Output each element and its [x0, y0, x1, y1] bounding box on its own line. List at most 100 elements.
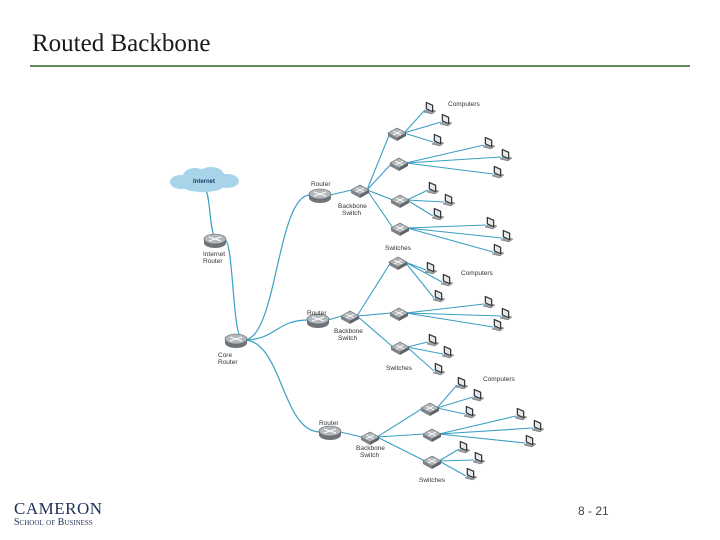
link-backbone-switch-1-2 [366, 162, 393, 191]
link-backbone-switch-3-1 [376, 407, 424, 438]
link-switch-computer-2-3-1 [406, 341, 429, 348]
computer-icon-3-1-1 [455, 376, 469, 390]
backbone-label-3-a: Backbone [356, 445, 385, 452]
link-switch-computer-3-1-1 [436, 384, 458, 409]
link-backbone-switch-3-3 [376, 436, 426, 462]
computer-icon-2-2-2 [499, 307, 513, 321]
switch-icon-1-1 [387, 127, 407, 141]
slide-title: Routed Backbone [32, 30, 211, 57]
computer-icon-1-2-1 [482, 136, 496, 150]
computers-label-2: Computers [461, 270, 494, 277]
logo-sub-text: School of Business [14, 517, 93, 528]
computer-icon-3-2-3 [523, 434, 537, 448]
switch-icon-1-2 [389, 157, 409, 171]
router-icon-1 [308, 188, 332, 203]
computer-icon-1-4-3 [491, 243, 505, 257]
backbone-label-2-a: Backbone [334, 328, 363, 335]
link-internet-router [204, 189, 216, 237]
link-backbone-switch-1-1 [366, 132, 391, 191]
link-switch-computer-3-2-3 [438, 433, 526, 444]
computer-icon-3-2-1 [514, 407, 528, 421]
core-router-label-2: Router [218, 359, 238, 366]
computers-label-3: Computers [483, 376, 516, 383]
link-switch-computer-3-3-3 [438, 460, 467, 477]
link-router-backbone-1 [329, 189, 353, 196]
link-core-router-2 [243, 319, 309, 341]
computer-icon-2-2-3 [491, 318, 505, 332]
internet-cloud [170, 167, 239, 192]
cameron-logo: CAMERON School of Business [14, 500, 103, 529]
link-switch-computer-2-3-3 [406, 346, 435, 372]
logo-main-text: CAMERON [14, 499, 103, 518]
link-switch-computer-2-2-2 [405, 312, 502, 317]
title-underline [30, 65, 690, 67]
switch-icon-1-4 [390, 222, 410, 236]
computer-icon-1-1-3 [431, 133, 445, 147]
network-links [204, 109, 534, 477]
computer-icon-1-4-2 [500, 229, 514, 243]
link-switch-computer-2-2-1 [405, 303, 485, 314]
switches-label-2: Switches [386, 365, 413, 372]
link-backbone-switch-1-3 [366, 189, 394, 201]
link-backbone-switch-3-2 [376, 433, 426, 438]
page-number: 8 - 21 [578, 504, 609, 518]
switch-icon-2-3 [390, 341, 410, 355]
backbone-label-1-a: Backbone [338, 203, 367, 210]
computer-icon-1-1-2 [439, 113, 453, 127]
link-switch-computer-1-3-3 [406, 199, 434, 217]
computer-icon-3-3-1 [457, 440, 471, 454]
computer-icon-2-3-3 [432, 362, 446, 376]
core-router-label-1: Core [218, 352, 232, 359]
computer-icon-3-3-3 [464, 467, 478, 481]
link-internet-core [224, 239, 242, 337]
computer-icon-2-1-2 [440, 273, 454, 287]
link-switch-computer-1-2-2 [405, 156, 502, 164]
link-backbone-switch-1-4 [366, 189, 394, 229]
link-switch-computer-2-3-2 [406, 346, 444, 355]
internet-router-label-2: Router [203, 258, 223, 265]
backbone-label-3-b: Switch [360, 452, 380, 459]
link-switch-computer-2-2-3 [405, 312, 494, 328]
link-router-backbone-3 [339, 431, 363, 438]
network-nodes [170, 101, 545, 481]
link-core-router-3 [243, 339, 321, 433]
link-switch-computer-2-1-2 [404, 261, 443, 283]
router-label-3: Router [319, 420, 339, 427]
backbone-label-1-b: Switch [342, 210, 362, 217]
router-icon-3 [318, 425, 342, 440]
core-router-icon [224, 333, 248, 348]
computer-icon-3-1-3 [463, 405, 477, 419]
switches-label-3: Switches [419, 477, 446, 484]
switch-icon-3-1 [420, 402, 440, 416]
computer-icon-1-2-3 [491, 165, 505, 179]
computer-icon-1-3-1 [426, 181, 440, 195]
link-switch-computer-1-2-3 [405, 162, 494, 175]
link-backbone-switch-2-3 [356, 315, 394, 348]
computer-icon-2-3-2 [441, 345, 455, 359]
network-labels: InternetInternetRouterCoreRouterRouterBa… [193, 101, 516, 484]
router-label-2: Router [307, 310, 327, 317]
link-switch-computer-1-2-1 [405, 144, 485, 164]
link-switch-computer-1-1-2 [403, 121, 442, 134]
switch-icon-3-2 [422, 428, 442, 442]
switches-label-1: Switches [385, 245, 412, 252]
switch-icon-3-3 [422, 455, 442, 469]
computer-icon-2-1-1 [424, 261, 438, 275]
router-label-1: Router [311, 181, 331, 188]
computer-icon-2-3-1 [426, 333, 440, 347]
computers-label-1: Computers [448, 101, 481, 108]
link-router-backbone-2 [327, 315, 343, 321]
router-icon-2 [306, 313, 330, 328]
link-switch-computer-1-4-1 [406, 224, 487, 229]
link-switch-computer-3-2-1 [438, 415, 517, 435]
internet-router-label-1: Internet [203, 251, 225, 258]
link-backbone-switch-2-2 [356, 312, 393, 317]
computer-icon-3-2-2 [531, 419, 545, 433]
link-core-router-1 [243, 194, 311, 341]
backbone-switch-icon-2 [340, 310, 360, 324]
link-switch-computer-1-3-2 [406, 199, 445, 203]
backbone-switch-icon-1 [350, 184, 370, 198]
internet-router-icon [203, 233, 227, 248]
link-switch-computer-3-1-3 [436, 407, 466, 415]
